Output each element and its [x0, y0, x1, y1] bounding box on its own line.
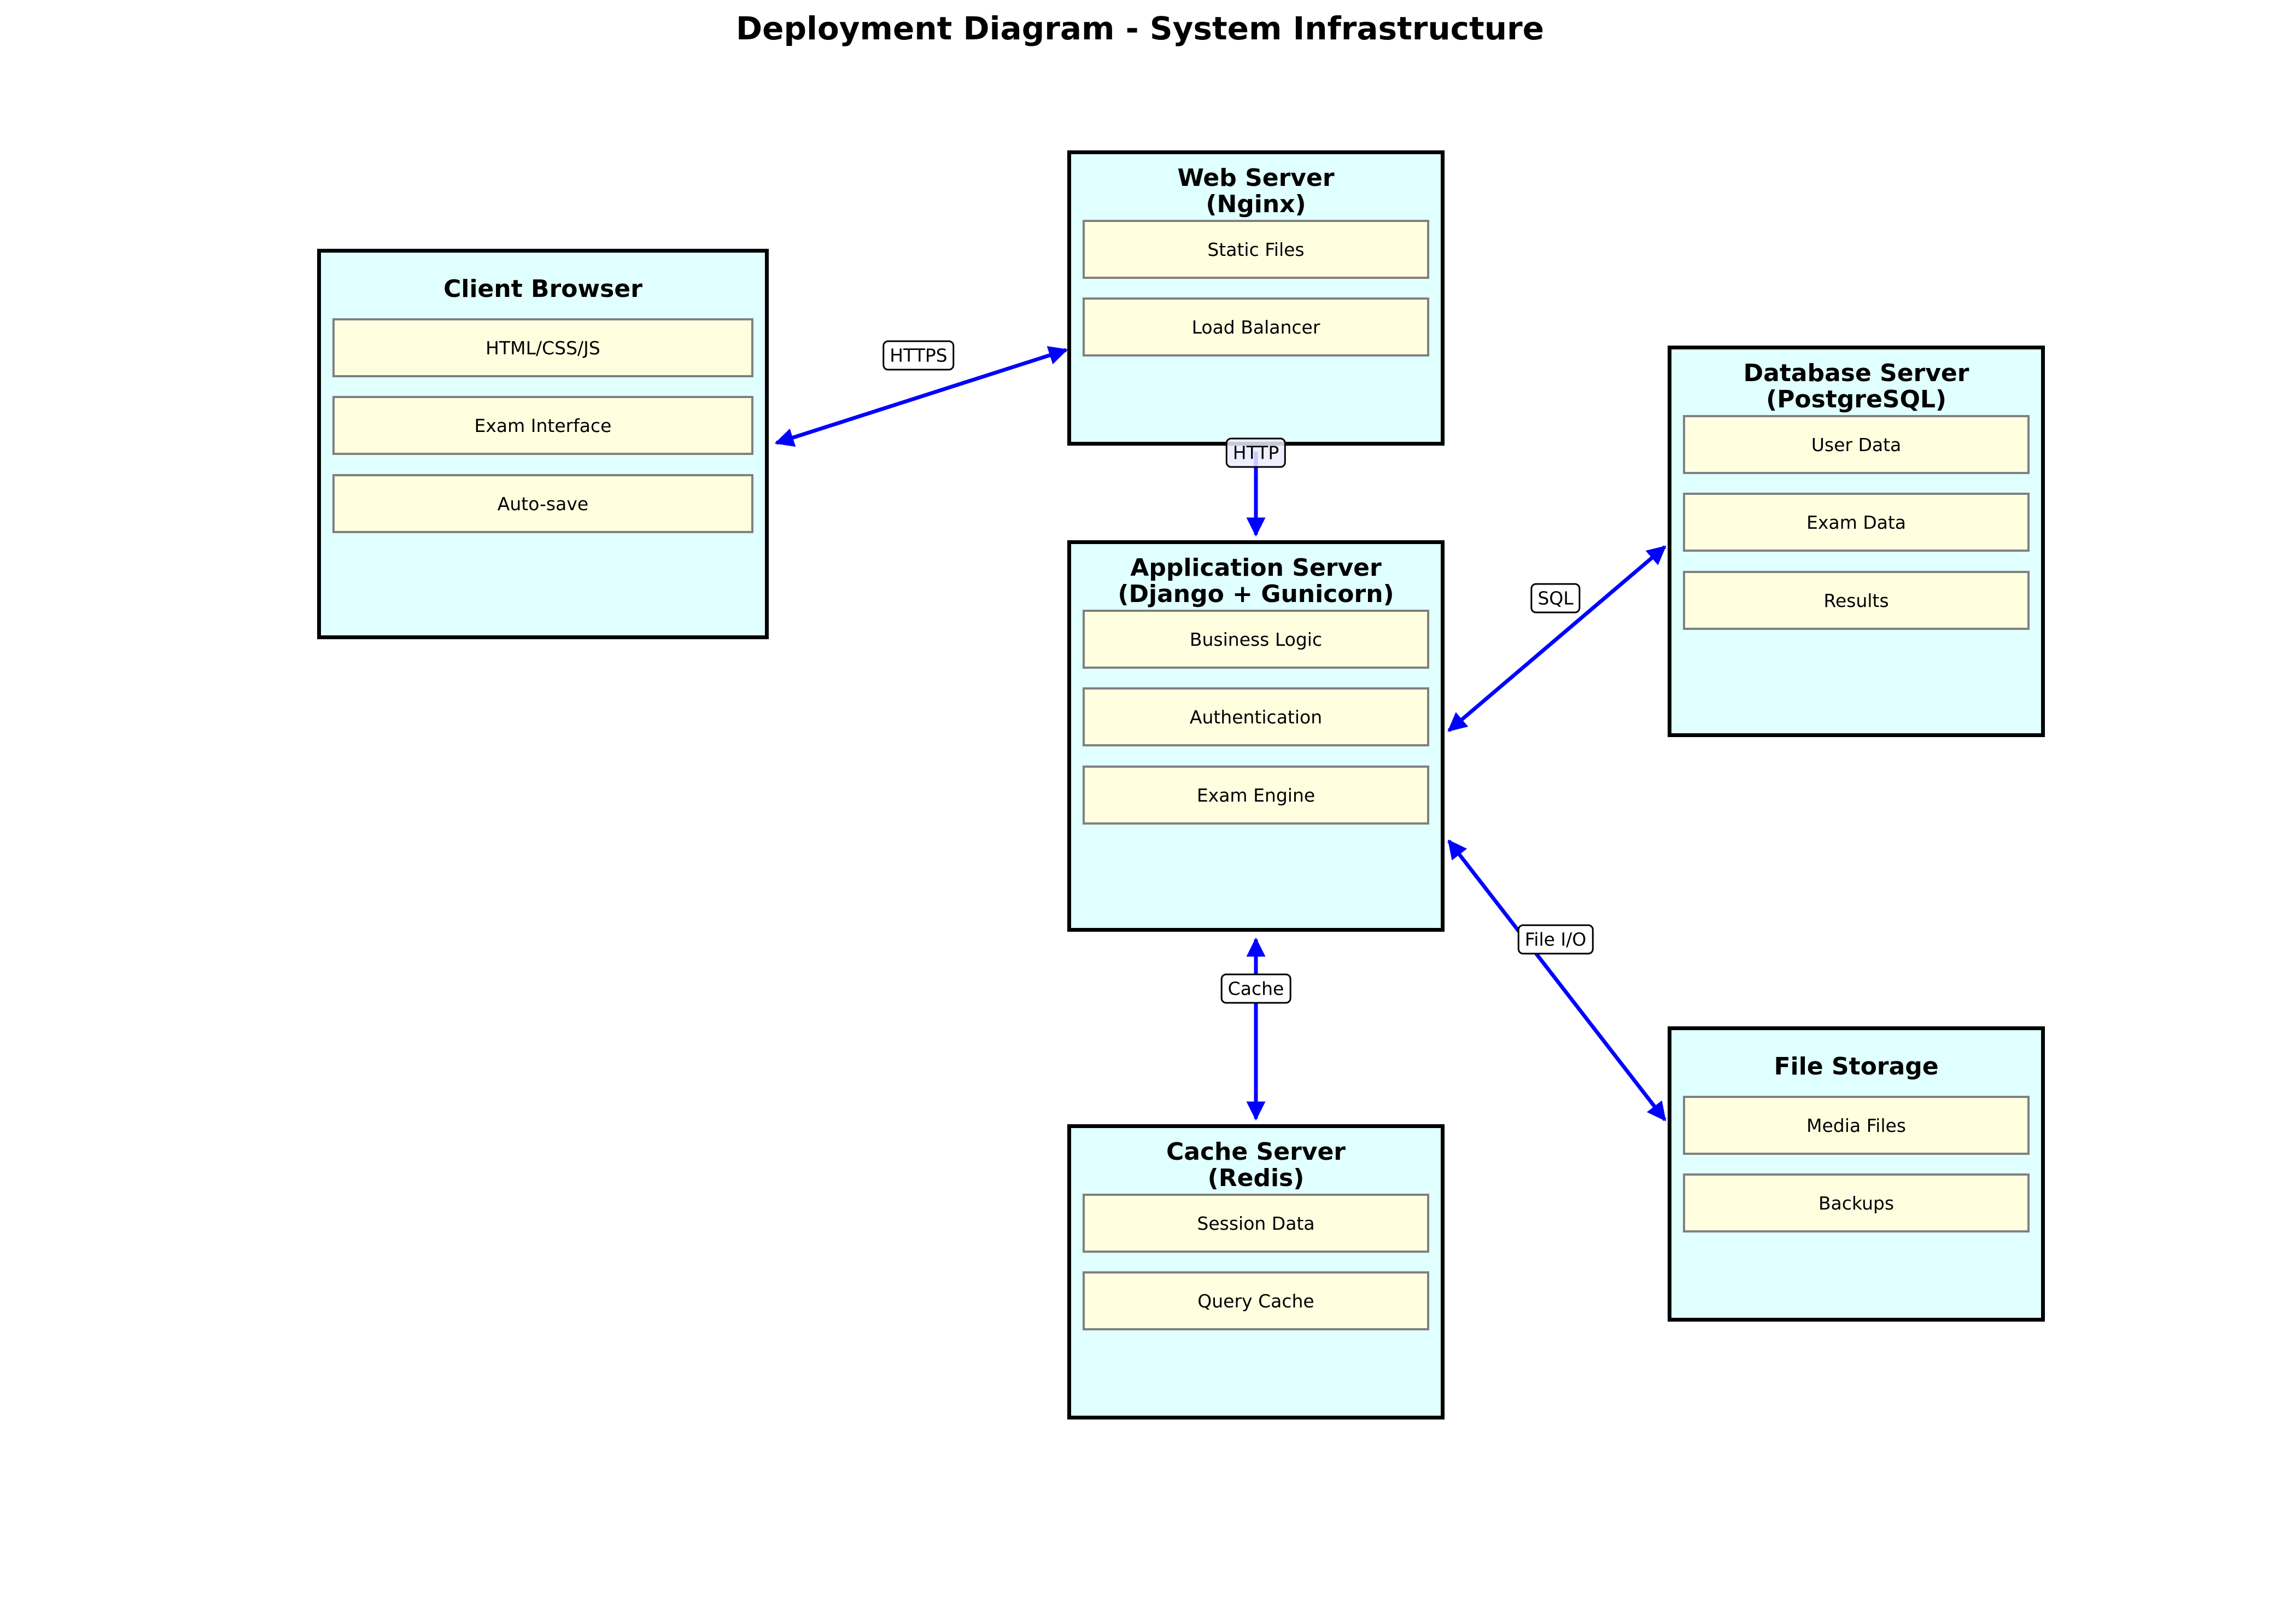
node-title: Application Server (Django + Gunicorn) [1071, 555, 1441, 607]
node-web-server: Web Server (Nginx) Static Files Load Bal… [1067, 150, 1445, 446]
edge-app-db [1447, 545, 1667, 732]
component-auto-save: Auto-save [332, 474, 753, 533]
edge-label-sql: SQL [1530, 583, 1581, 614]
component-exam-engine: Exam Engine [1083, 766, 1429, 825]
node-title: Cache Server (Redis) [1071, 1139, 1441, 1191]
node-title-line: Database Server [1743, 359, 1969, 387]
component-business-logic: Business Logic [1083, 610, 1429, 669]
node-database-server: Database Server (PostgreSQL) User Data E… [1668, 346, 2045, 737]
node-subtitle-line: (Redis) [1207, 1164, 1305, 1192]
edge-label-http: HTTP [1225, 437, 1287, 468]
node-file-storage: File Storage Media Files Backups [1668, 1026, 2045, 1322]
component-exam-interface: Exam Interface [332, 396, 753, 455]
node-subtitle-line: (Django + Gunicorn) [1118, 580, 1394, 608]
component-backups: Backups [1683, 1173, 2030, 1232]
edge-label-file-io: File I/O [1517, 924, 1594, 955]
component-authentication: Authentication [1083, 687, 1429, 746]
edge-label-cache: Cache [1220, 973, 1291, 1004]
node-title-line: Web Server [1177, 164, 1335, 192]
edge-client-web [774, 346, 1068, 447]
node-cache-server: Cache Server (Redis) Session Data Query … [1067, 1124, 1445, 1419]
node-subtitle-line: (Nginx) [1206, 190, 1306, 218]
component-results: Results [1683, 571, 2030, 630]
component-load-balancer: Load Balancer [1083, 297, 1429, 357]
component-query-cache: Query Cache [1083, 1271, 1429, 1330]
node-application-server: Application Server (Django + Gunicorn) B… [1067, 540, 1445, 932]
node-title-line: File Storage [1774, 1053, 1939, 1080]
node-client-browser: Client Browser HTML/CSS/JS Exam Interfac… [317, 249, 769, 639]
node-title: Client Browser [321, 276, 765, 302]
node-title-line: Client Browser [443, 275, 642, 303]
diagram-title: Deployment Diagram - System Infrastructu… [736, 10, 1544, 47]
component-static-files: Static Files [1083, 220, 1429, 279]
component-session-data: Session Data [1083, 1194, 1429, 1253]
component-html-css-js: HTML/CSS/JS [332, 318, 753, 377]
node-title: File Storage [1671, 1054, 2041, 1080]
node-title: Database Server (PostgreSQL) [1671, 360, 2041, 413]
component-exam-data: Exam Data [1683, 493, 2030, 552]
edge-app-files [1447, 839, 1667, 1121]
node-title-line: Cache Server [1166, 1138, 1346, 1166]
component-user-data: User Data [1683, 415, 2030, 474]
node-subtitle-line: (PostgreSQL) [1765, 385, 1947, 413]
node-title-line: Application Server [1130, 554, 1382, 582]
component-media-files: Media Files [1683, 1096, 2030, 1155]
node-title: Web Server (Nginx) [1071, 165, 1441, 218]
edge-label-https: HTTPS [882, 340, 955, 371]
